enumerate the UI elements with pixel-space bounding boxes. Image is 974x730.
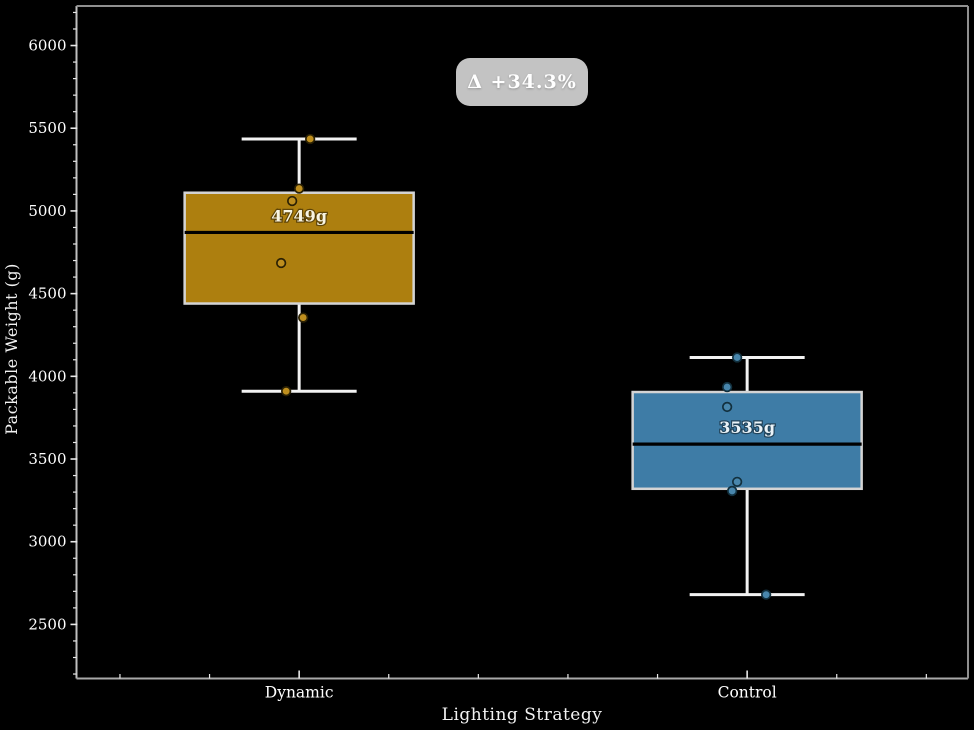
y-tick-label: 3000 [28, 533, 66, 551]
data-point-dynamic [298, 312, 309, 323]
data-point-control [731, 476, 743, 487]
x-tick-label-dynamic: Dynamic [265, 684, 334, 702]
data-point-control [721, 381, 733, 393]
x-axis-label: Lighting Strategy [441, 705, 603, 725]
delta-annotation-badge: Δ +34.3% [456, 58, 588, 106]
y-tick-label: 5000 [28, 202, 66, 220]
data-point-control [760, 589, 772, 600]
y-tick-label: 4000 [28, 367, 66, 385]
y-tick-label: 6000 [28, 37, 66, 55]
mean-label-control: 3535g [719, 418, 775, 437]
y-tick-label: 3500 [28, 450, 66, 468]
y-tick-label: 5500 [28, 119, 66, 137]
data-point-control [721, 401, 733, 413]
x-tick-label-control: Control [718, 684, 777, 702]
y-tick-label: 2500 [28, 615, 66, 633]
data-point-dynamic [281, 386, 292, 397]
mean-label-dynamic: 4749g [271, 206, 327, 225]
data-point-control [726, 485, 738, 497]
box-control [631, 390, 863, 491]
y-tick-label: 4500 [28, 285, 66, 303]
data-point-dynamic [294, 183, 305, 194]
data-point-dynamic [276, 257, 287, 269]
data-point-dynamic [305, 133, 316, 145]
box-dynamic [183, 191, 415, 305]
y-axis-label: Packable Weight (g) [2, 263, 21, 435]
data-point-control [731, 352, 743, 363]
data-point-dynamic [287, 195, 298, 207]
